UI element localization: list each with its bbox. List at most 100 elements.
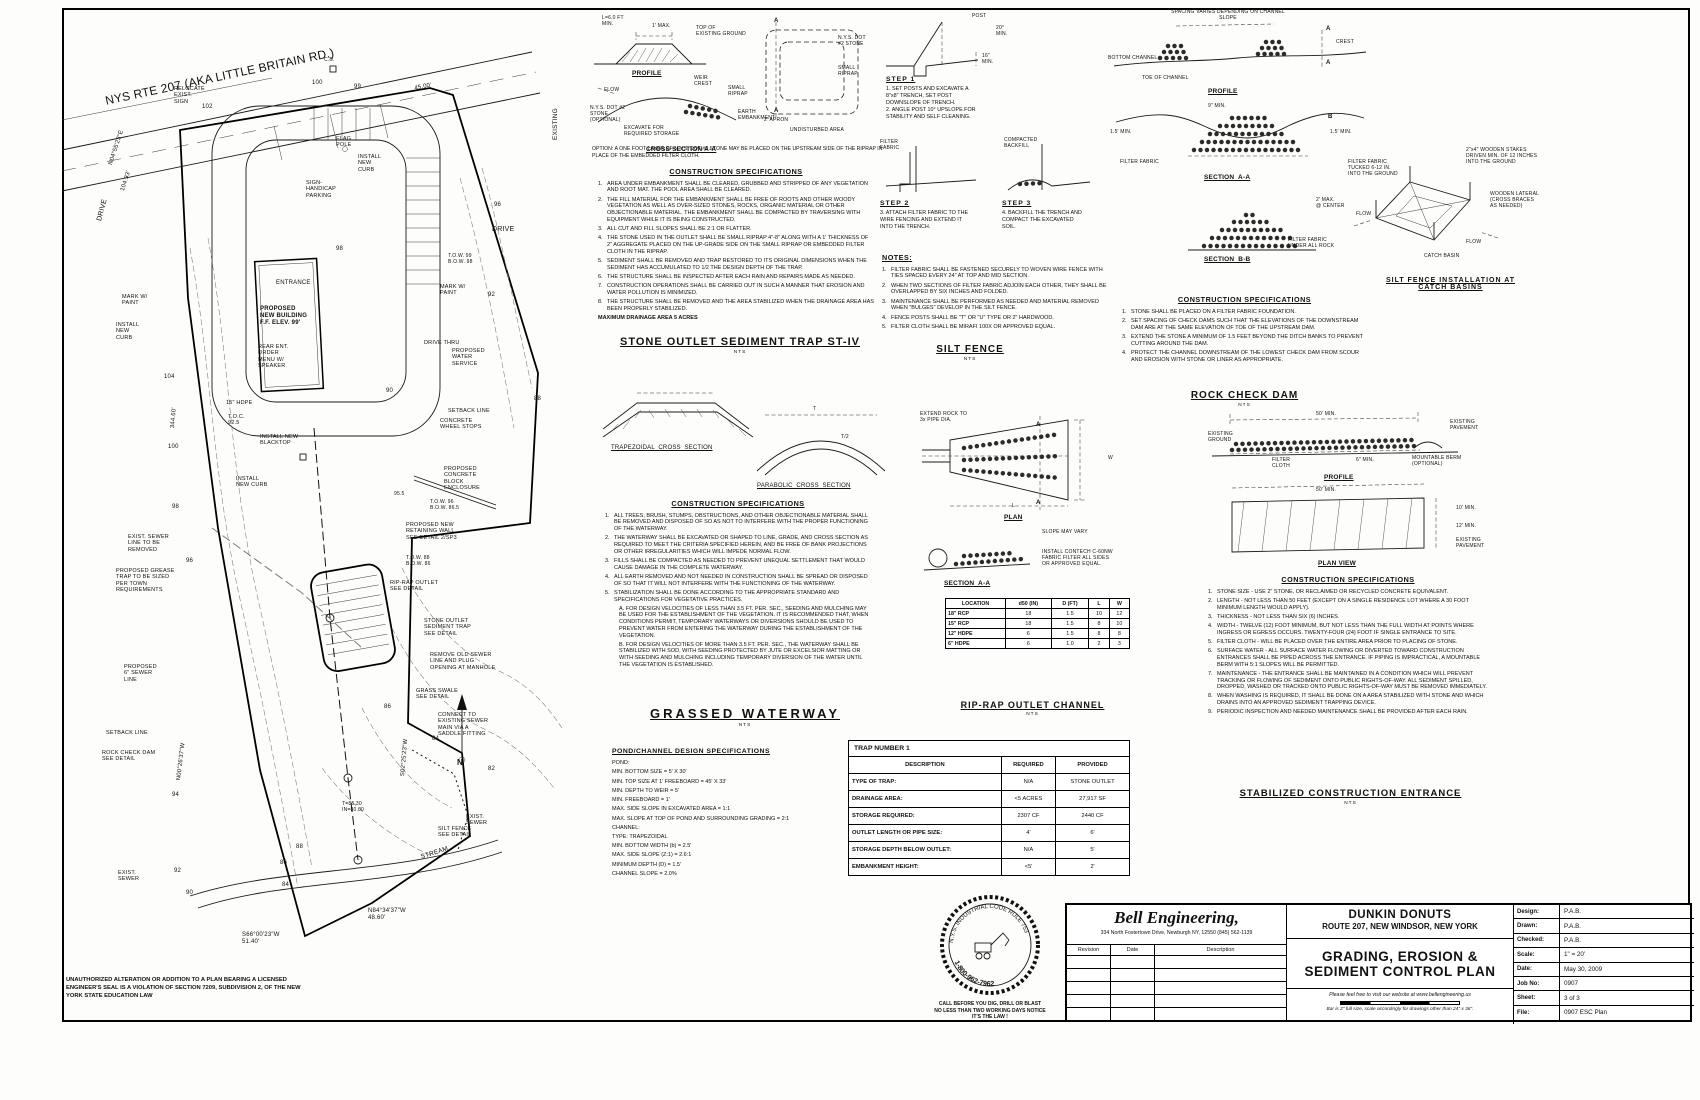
drawing-label: 50' MIN. xyxy=(1316,411,1337,417)
info-label: Design: xyxy=(1514,905,1560,919)
specs-heading: CONSTRUCTION SPECIFICATIONS xyxy=(671,499,805,508)
stone-trap-spec-list: 1.AREA UNDER EMBANKMENT SHALL BE CLEARED… xyxy=(598,181,874,312)
table-cell: 4' xyxy=(1000,824,1057,842)
drawing-label: ROCK CHECK DAM SEE DETAIL xyxy=(102,750,156,763)
info-label: Checked: xyxy=(1514,933,1560,948)
drawing-label: 84 xyxy=(282,882,290,888)
svg-text:1-800-962-7962: 1-800-962-7962 xyxy=(953,960,995,988)
list-item: 7.MAINTENANCE - THE ENTRANCE SHALL BE MA… xyxy=(1208,670,1487,691)
drawing-label: A xyxy=(1036,500,1041,506)
drawing-label: 1' MAX. xyxy=(652,23,671,29)
stone-trap-specs: CONSTRUCTION SPECIFICATIONS 1.AREA UNDER… xyxy=(598,167,874,322)
column-header: DESCRIPTION xyxy=(848,756,1002,774)
list-item: CHANNEL SLOPE = 2.0% xyxy=(612,870,677,877)
info-row: Drawn:P.A.B. xyxy=(1514,919,1694,934)
table-row: EMBANKMENT HEIGHT:<5'2' xyxy=(848,858,1130,876)
drawing-label: S66°00'23"W 51.40' xyxy=(242,932,280,946)
drawing-label: FILTER FABRIC UNDER ALL ROCK xyxy=(1288,237,1335,249)
list-item: 2.THE WATERWAY SHALL BE EXCAVATED OR SHA… xyxy=(605,535,868,555)
list-item: 3.EXTEND THE STONE A MINIMUM OF 1.5 FEET… xyxy=(1122,333,1363,347)
drawing-label: MOUNTABLE BERM (OPTIONAL) xyxy=(1412,455,1462,467)
revision-header-row: Revision Date Description xyxy=(1067,945,1286,956)
revision-row xyxy=(1067,1008,1286,1021)
column-header: LOCATION xyxy=(944,598,1007,609)
list-item: 2.WHEN TWO SECTIONS OF FILTER FABRIC ADJ… xyxy=(882,282,1107,296)
info-label: Sheet: xyxy=(1514,991,1560,1005)
drawing-label: PROPOSED WATER SERVICE xyxy=(452,348,485,367)
drawing-label: 20° MIN. xyxy=(996,25,1008,37)
info-row: File:0907 ESC Plan xyxy=(1514,1005,1694,1021)
table-cell: 2440 CF xyxy=(1055,807,1130,825)
drawing-label: 10' MIN. xyxy=(1456,505,1477,511)
drawing-label: 94 xyxy=(172,792,180,798)
table-cell: STORAGE REQUIRED: xyxy=(848,807,1002,825)
revision-row xyxy=(1067,995,1286,1008)
drawing-label: C.B. xyxy=(324,57,335,63)
notes-heading: NOTES: xyxy=(882,253,913,262)
drawing-label: SETBACK LINE xyxy=(448,408,490,414)
drawing-label: RIP-RAP OUTLET SEE DETAIL xyxy=(390,580,439,593)
drawing-label: 12' MIN. xyxy=(1456,523,1477,529)
info-value: 0907 xyxy=(1564,980,1579,988)
drawing-label: COMPACTED BACKFILL xyxy=(1004,137,1038,149)
rock-dam-title: ROCK CHECK DAM NTS xyxy=(1190,390,1299,408)
drawing-label: 84 xyxy=(432,736,440,742)
table-cell: <5 ACRES xyxy=(1000,790,1057,808)
table-cell: 18 xyxy=(1005,618,1052,629)
list-item: MINIMUM DEPTH (D) = 1.5' xyxy=(612,861,682,868)
silt-step-1: STEP 1 1. SET POSTS AND EXCAVATE A 8"x8"… xyxy=(886,76,976,121)
drawing-label: MARK W/ PAINT xyxy=(122,294,148,307)
table-cell: 18 xyxy=(1005,608,1052,619)
sheet-title-line2: SEDIMENT CONTROL PLAN xyxy=(1304,963,1496,979)
drawing-label: A xyxy=(774,18,779,24)
table-cell: 6 xyxy=(1005,628,1052,639)
drawing-label: 96 xyxy=(186,558,194,564)
list-item: MIN. DEPTH TO WEIR = 5' xyxy=(612,787,680,794)
drawing-label: 45.00' xyxy=(414,82,433,92)
drawing-label: EXIST. SEWER xyxy=(466,814,488,827)
firm-name: Bell Engineering, xyxy=(1114,908,1239,927)
table-cell: N/A xyxy=(1000,773,1057,791)
table-cell: 1.5 xyxy=(1050,608,1090,619)
stone-trap-title: STONE OUTLET SEDIMENT TRAP ST-IV NTS xyxy=(619,336,860,355)
list-item: MIN. BOTTOM SIZE = 5' X 30' xyxy=(612,769,687,776)
drawing-label: 90 xyxy=(186,890,194,896)
table-cell: 27,917 SF xyxy=(1055,790,1130,808)
drawing-label: 104 xyxy=(164,374,175,380)
info-value: 1" = 20' xyxy=(1564,951,1586,959)
drawing-label: 100 xyxy=(312,80,323,86)
drawing-label: 6" MIN. xyxy=(1356,457,1374,463)
drawing-label: SMALL RIPRAP xyxy=(728,85,748,97)
seal-phone-text: 1-800-962-7962 xyxy=(953,960,995,988)
drawing-label: 99 xyxy=(354,84,362,90)
drawing-label: T=86.30 IN=80.00 xyxy=(342,801,365,813)
drawing-label: 15" HDPE xyxy=(226,400,253,406)
table-cell: 10 xyxy=(1088,608,1110,619)
column-header: D (FT) xyxy=(1050,598,1090,609)
list-item: 5.FILTER CLOTH SHALL BE MIRAFI 100X OR A… xyxy=(882,323,1056,330)
list-item: 5.STABILIZATION SHALL BE DONE ACCORDING … xyxy=(605,589,840,603)
column-header: PROVIDED xyxy=(1055,756,1130,774)
list-item: 1.STONE SIZE - USE 2" STONE, OR RECLAIME… xyxy=(1208,588,1449,595)
catch-basin-labels: FILTER FABRIC TUCKED 6-12 IN. INTO THE G… xyxy=(1348,147,1553,303)
table-cell: 3 xyxy=(1108,638,1131,649)
drawing-label: FLAG POLE xyxy=(336,136,352,149)
drawing-label: 96 xyxy=(494,202,502,208)
drawing-label: T.O.W. 88 B.O.W. 86 xyxy=(406,555,431,567)
drawing-label: FILTER FABRIC xyxy=(880,139,900,151)
drawing-label: 344.60' xyxy=(170,407,178,429)
drawing-label: EXTEND ROCK TO 3x PIPE DIA. xyxy=(920,411,968,423)
list-item: 3.THICKNESS - NOT LESS THAN SIX (6) INCH… xyxy=(1208,613,1340,620)
drawing-label: SLOPE MAY VARY xyxy=(1042,529,1088,535)
waterway-title: GRASSED WATERWAY NTS xyxy=(649,706,841,728)
list-item: CHANNEL: xyxy=(612,824,640,831)
stone-trap-diagram: L=6.0 FT MIN.1' MAX.TOP OF EXISTING GROU… xyxy=(590,14,890,164)
license-disclaimer: UNAUTHORIZED ALTERATION OR ADDITION TO A… xyxy=(66,977,301,999)
info-value: P.A.B. xyxy=(1564,936,1582,944)
excavator-icon xyxy=(974,932,1010,960)
sediment-trap-shape xyxy=(310,563,396,672)
